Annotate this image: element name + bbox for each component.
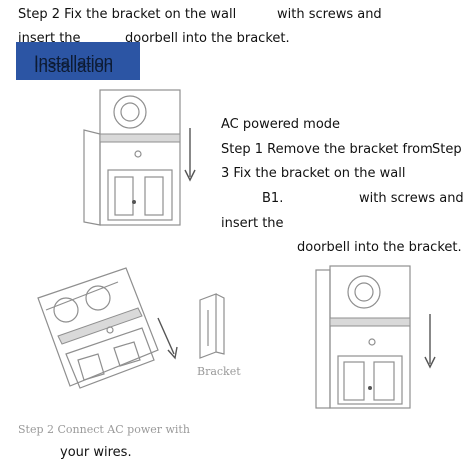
- doorbell-installed-illustration: [315, 265, 436, 409]
- bottom-wires-text: your wires.: [60, 445, 132, 460]
- ac-insert-text: insert the: [221, 216, 284, 231]
- bottom-step2-text: Step 2 Connect AC power with: [18, 423, 190, 436]
- top-doorbell-text: doorbell into the bracket.: [125, 31, 290, 46]
- bracket-illustration: [199, 293, 225, 359]
- ac-step3-text: 3 Fix the bracket on the wall: [221, 166, 406, 181]
- ac-screws-text: with screws and: [359, 191, 464, 206]
- top-screws-text: with screws and: [277, 7, 382, 22]
- bracket-label: Bracket: [197, 365, 241, 378]
- ac-powered-heading: AC powered mode: [221, 117, 341, 132]
- top-step2-text: Step 2 Fix the bracket on the wall: [18, 7, 237, 22]
- ac-step1-text: Step 1 Remove the bracket from: [221, 142, 433, 157]
- ac-doorbell-text: doorbell into the bracket.: [297, 240, 462, 255]
- banner-title: Installation: [34, 52, 113, 71]
- ac-b1-label: B1.: [262, 191, 284, 206]
- doorbell-bracket-illustration: [83, 89, 196, 226]
- doorbell-wiring-illustration: [37, 267, 178, 389]
- banner-title-shadow: Installation: [34, 57, 113, 76]
- installation-banner: Installation Installation: [16, 42, 140, 80]
- ac-step-label: Step: [432, 142, 462, 157]
